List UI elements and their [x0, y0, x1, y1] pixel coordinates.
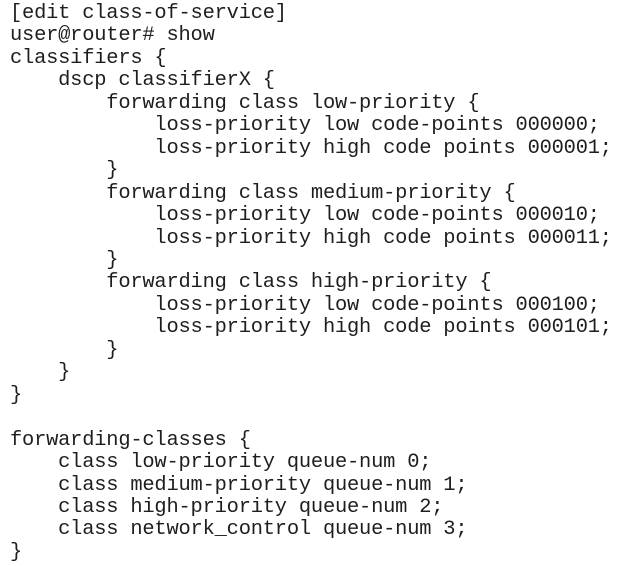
terminal-output: [edit class-of-service] user@router# sho… — [10, 2, 612, 564]
terminal-screen: [edit class-of-service] user@router# sho… — [10, 2, 613, 564]
